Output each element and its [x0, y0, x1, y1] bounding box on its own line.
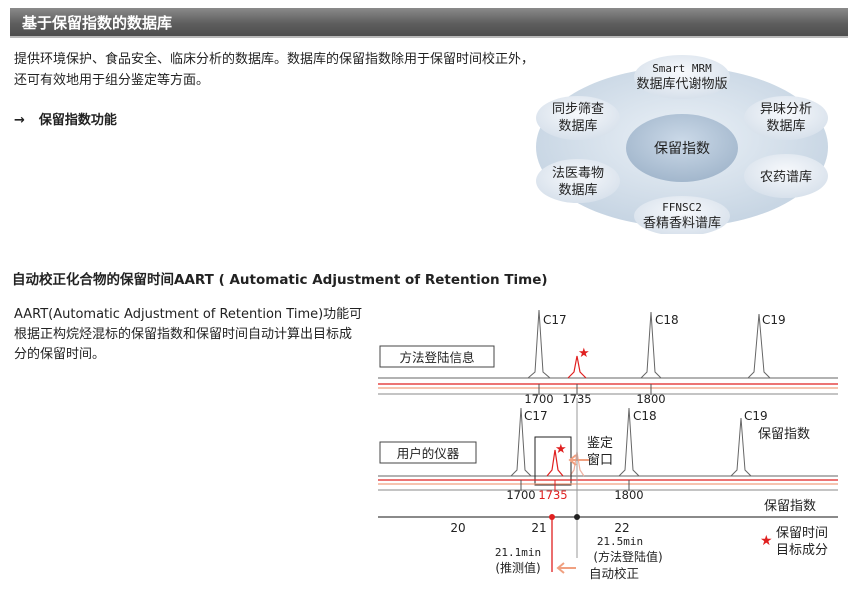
method-peak-c19 [747, 313, 771, 379]
auto-correct-label: 自动校正 [589, 566, 639, 581]
auto-correct-arrow [556, 562, 576, 574]
method-c17-label: C17 [543, 313, 567, 327]
method-label: 方法登陆信息 [399, 350, 474, 365]
estimated-rt-value: 21.1min [495, 546, 541, 559]
diagram-top-line2: 数据库代谢物版 [636, 76, 727, 92]
method-rt-caption: (方法登陆值) [593, 549, 662, 564]
method-label-box [379, 345, 495, 368]
user-c18-label: C18 [633, 409, 657, 423]
diagram-lower-right-label: 农药谱库 [760, 169, 812, 185]
user-label: 用户的仪器 [397, 446, 460, 461]
user-ri-1800: 1800 [614, 488, 643, 502]
user-peak-c18 [618, 407, 640, 477]
legend-line1: 保留时间 [776, 526, 828, 541]
window-shift-arrow [568, 454, 590, 466]
diagram-bottom-line2: 香精香料谱库 [643, 215, 721, 231]
method-c19-label: C19 [762, 313, 786, 327]
method-ri-1700: 1700 [524, 392, 553, 406]
estimated-rt-caption: (推测值) [495, 560, 540, 575]
diagram-upper-right-line2: 数据库 [766, 118, 805, 134]
diagram-top-line1: Smart MRM [652, 62, 712, 75]
method-peak-c18 [640, 311, 662, 379]
method-rt-value: 21.5min [597, 535, 643, 548]
method-ri-1800: 1800 [636, 392, 665, 406]
user-peak-c17 [510, 407, 532, 477]
time-tick-22: 22 [614, 521, 629, 535]
diagram-upper-left-line1: 同步筛查 [552, 102, 604, 117]
diagram-node-center [626, 114, 738, 182]
diagram-node-lower-left [536, 159, 620, 203]
diagram-upper-left-line2: 数据库 [558, 118, 597, 134]
user-target-star: ★ [555, 442, 567, 457]
diagram-node-upper-right [744, 96, 828, 140]
diagram-node-lower-right [744, 154, 828, 198]
legend-line2: 目标成分 [776, 543, 828, 558]
user-ri-1700: 1700 [506, 488, 535, 502]
aart-description: AART(Automatic Adjustment of Retention T… [14, 307, 363, 362]
diagram-node-bottom [634, 196, 730, 234]
diagram-node-top [634, 55, 730, 99]
diagram-bottom-line1: FFNSC2 [662, 201, 702, 214]
time-tick-20: 20 [450, 521, 465, 535]
diagram-lower-left-line2: 数据库 [558, 182, 597, 198]
diagram-upper-right-line1: 异味分析 [760, 102, 812, 117]
rt-axis-label: 保留指数 [764, 499, 816, 514]
diagram-lower-left-line1: 法医毒物 [552, 166, 604, 181]
method-rt-marker [574, 514, 580, 520]
diagram-center-label: 保留指数 [654, 141, 710, 157]
user-c19-label: C19 [744, 409, 768, 423]
method-peak-c17 [527, 309, 551, 379]
window-label-line2: 窗口 [587, 452, 613, 468]
arrow-icon: → [14, 113, 25, 128]
estimated-rt-marker [549, 514, 555, 520]
user-target-peak [546, 449, 564, 477]
method-target-peak [567, 355, 587, 379]
user-peak-c19 [730, 417, 752, 477]
diagram-node-upper-left [536, 96, 620, 140]
database-diagram: 保留指数 Smart MRM 数据库代谢物版 同步筛查 数据库 异味分析 数据库… [536, 55, 828, 234]
user-label-box [379, 441, 477, 464]
aart-section-title: 自动校正化合物的保留时间AART ( Automatic Adjustment … [12, 272, 548, 288]
intro-text: 提供环境保护、食品安全、临床分析的数据库。数据库的保留指数除用于保留时间校正外，… [14, 52, 535, 88]
method-target-star: ★ [578, 346, 590, 361]
aart-chromatogram: C17 C18 C19 ★ 1700 1735 1800 方法登陆信息 C17 … [378, 309, 838, 581]
legend-star: ★ [760, 533, 773, 549]
retention-index-link[interactable]: → 保留指数功能 [14, 109, 117, 128]
window-label-line1: 鉴定 [587, 436, 613, 451]
ri-side-label: 保留指数 [758, 427, 810, 442]
retention-index-link-label: 保留指数功能 [38, 113, 117, 128]
method-c18-label: C18 [655, 313, 679, 327]
user-ri-1735: 1735 [538, 488, 567, 502]
user-c17-label: C17 [524, 409, 548, 423]
time-tick-21: 21 [531, 521, 546, 535]
section-header: 基于保留指数的数据库 [10, 8, 848, 38]
